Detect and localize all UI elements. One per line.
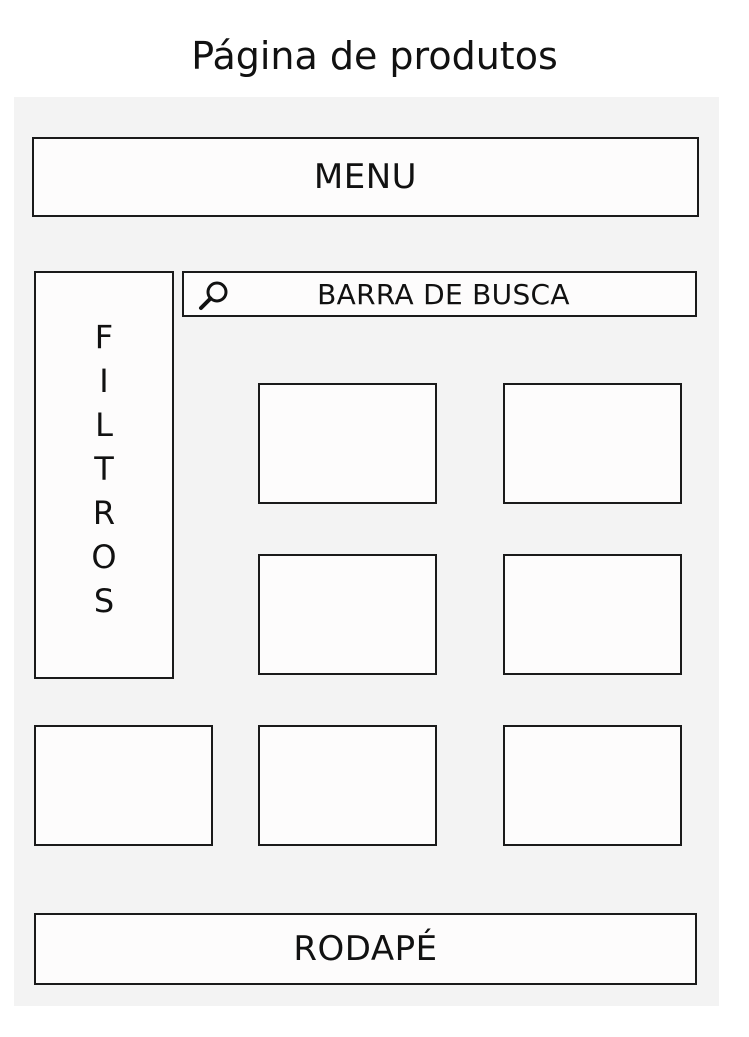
filters-label: F I L T R O S [91,315,116,623]
menu-bar[interactable]: MENU [32,137,699,217]
product-card[interactable] [503,554,682,675]
product-card[interactable] [258,383,437,504]
filters-letter: T [94,450,114,488]
product-card[interactable] [258,725,437,846]
product-card[interactable] [503,725,682,846]
product-card[interactable] [258,554,437,675]
product-card[interactable] [34,725,213,846]
filters-letter: O [91,538,117,576]
filters-letter: I [99,362,109,400]
menu-label: MENU [313,157,418,197]
page-title: Página de produtos [191,34,558,78]
product-card[interactable] [503,383,682,504]
filters-letter: S [93,582,115,620]
filters-letter: R [92,494,116,532]
filters-letter: F [94,318,114,356]
footer-label: RODAPÉ [293,929,438,969]
search-bar[interactable]: BARRA DE BUSCA [182,271,697,317]
search-bar-label: BARRA DE BUSCA [317,277,570,311]
magnifier-icon[interactable] [196,278,232,314]
filters-panel[interactable]: F I L T R O S [34,271,174,679]
filters-letter: L [95,406,113,444]
footer-bar[interactable]: RODAPÉ [34,913,697,985]
wireframe-canvas: MENU F I L T R O S BARRA DE BUSCA RODAPÉ [14,97,719,1006]
